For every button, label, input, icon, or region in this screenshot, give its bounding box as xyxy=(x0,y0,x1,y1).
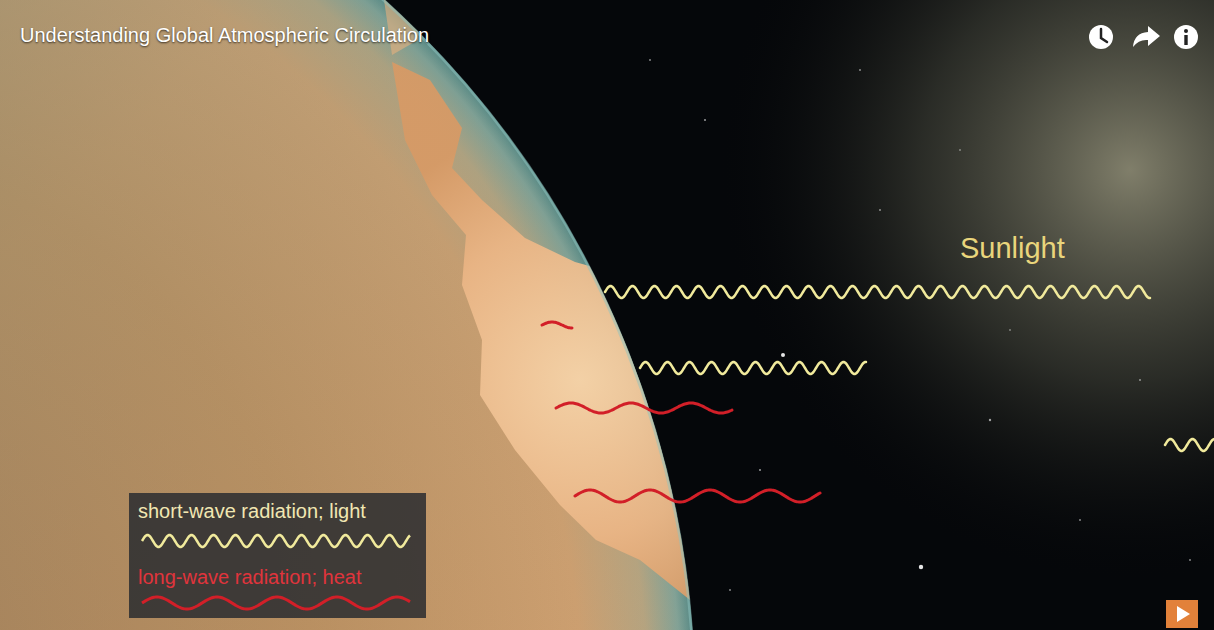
clock-icon xyxy=(1089,25,1113,49)
radiation-waves xyxy=(542,286,1214,502)
play-button xyxy=(1166,600,1198,628)
continent xyxy=(392,62,700,600)
long-wave xyxy=(556,403,732,413)
legend-sample xyxy=(142,535,410,547)
legend-panel xyxy=(129,493,426,618)
legend-text: long-wave radiation; heat xyxy=(138,566,361,589)
legend-text: short-wave radiation; light xyxy=(138,500,366,523)
legend-sample xyxy=(142,597,410,609)
short-wave xyxy=(605,286,1150,298)
long-wave xyxy=(575,490,820,502)
planet xyxy=(0,0,700,630)
player-icons xyxy=(1089,25,1198,628)
sunlight-label: Sunlight xyxy=(960,232,1065,265)
info-icon xyxy=(1174,25,1198,49)
short-wave xyxy=(1165,439,1214,451)
stars xyxy=(649,59,1191,591)
long-wave xyxy=(542,322,572,328)
short-wave xyxy=(640,362,866,374)
share-icon xyxy=(1133,26,1160,47)
video-title: Understanding Global Atmospheric Circula… xyxy=(20,24,429,47)
